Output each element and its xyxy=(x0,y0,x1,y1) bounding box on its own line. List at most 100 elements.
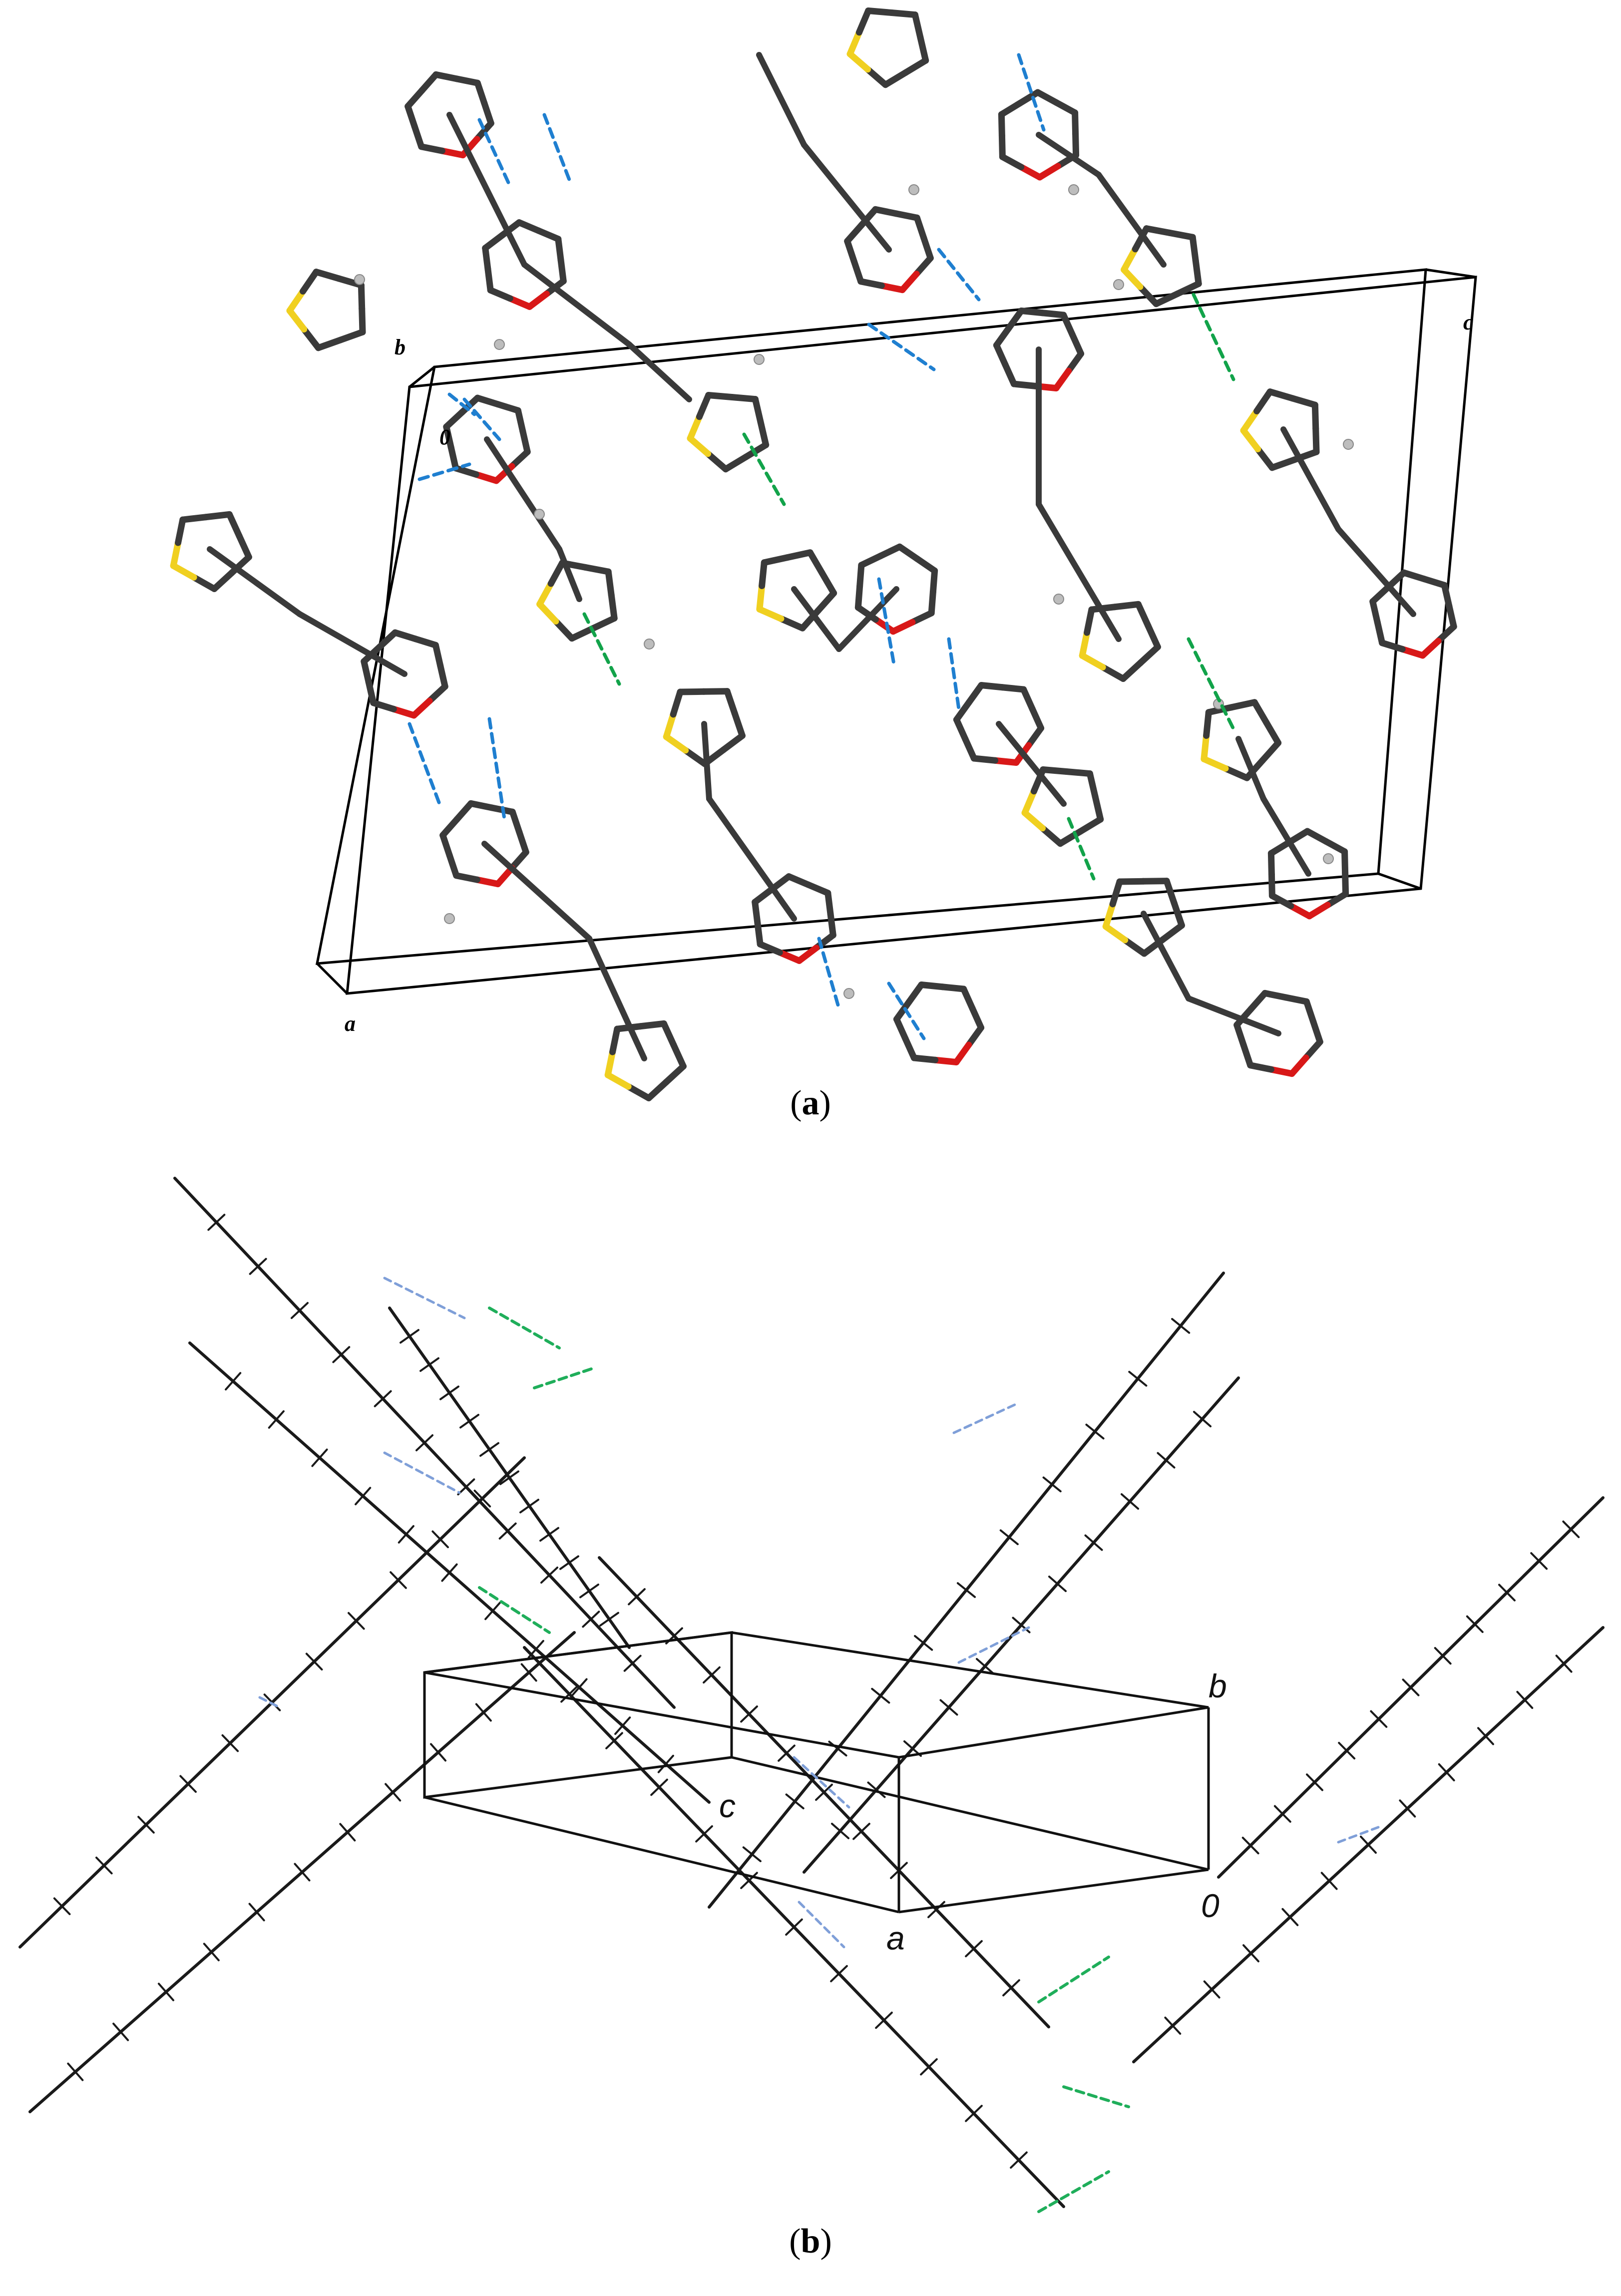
pyranone-ring-0-bond xyxy=(555,236,564,264)
thiophene-ring-12-bond xyxy=(1132,225,1150,253)
thiophene-ring-5-bond xyxy=(663,711,677,740)
thiophene-ring-8-bond xyxy=(1092,793,1104,823)
thiophene-ring-7-bond xyxy=(1253,388,1273,414)
strand-left-short-tick xyxy=(439,1385,459,1400)
strand-lower-left-2-tick xyxy=(475,1703,492,1722)
thiophene-ring-8-bond xyxy=(1040,766,1070,775)
pyranone-ring-0-bond xyxy=(516,219,542,234)
thiophene-ring-6-bond xyxy=(1145,622,1161,651)
thiophene-ring-0-bond xyxy=(313,269,342,282)
pyranone-ring-14-bond xyxy=(1282,994,1310,1005)
thiophene-ring-1-bond xyxy=(170,562,197,581)
chain-bond-0 xyxy=(521,262,632,347)
thiophene-ring-13-bond xyxy=(888,9,918,18)
strand-center-right-2-tick xyxy=(1048,1575,1067,1593)
thiophene-ring-4-bond xyxy=(568,625,597,642)
chain-bond-11 xyxy=(1141,911,1192,1001)
pyranone-ring-7-bond xyxy=(426,683,448,704)
strand-upper-left-1-tick xyxy=(582,1611,600,1628)
strand-left-short-tick xyxy=(459,1413,479,1429)
strand-right-1-tick xyxy=(1434,1647,1452,1665)
hydrogen-atom-4 xyxy=(1068,184,1079,195)
hydrogen-atom-11 xyxy=(444,913,455,924)
strand-center-down-2-tick xyxy=(830,1965,848,1982)
pyranone-ring-12-bond xyxy=(1287,903,1313,920)
hydrogen-atom-6 xyxy=(534,509,545,520)
pyranone-ring-8-bond xyxy=(453,800,474,823)
chain-bond-10 xyxy=(1235,736,1266,802)
pyranone-ring-0-bond xyxy=(506,295,533,310)
strand-center-down-1-tick xyxy=(927,1901,945,1919)
thiophene-ring-7-bond xyxy=(1289,395,1318,408)
chalcogen-contact-1 xyxy=(742,432,786,506)
thiophene-ring-11-bond xyxy=(604,1071,632,1090)
pyranone-ring-12-bond xyxy=(1268,892,1294,910)
pyranone-ring-9-bond xyxy=(752,886,776,906)
pyranone-ring-5-bond xyxy=(890,619,916,635)
thiophene-ring-0-bond xyxy=(359,305,366,335)
pyranone-ring-14-bond xyxy=(1302,1038,1323,1061)
pyranone-ring-2-bond xyxy=(1065,350,1085,374)
thiophene-ring-4-bond xyxy=(552,618,575,642)
hydrogen-bond-10 xyxy=(947,637,961,711)
pyranone-ring-6-bond xyxy=(953,716,969,742)
pyranone-ring-11-bond xyxy=(1400,569,1428,583)
pyranone-ring-6-bond xyxy=(953,699,972,723)
chain-bond-3 xyxy=(791,586,842,652)
pyranone-ring-2-bond xyxy=(1010,380,1039,389)
caption-b-open: ( xyxy=(789,2222,801,2261)
thiophene-ring-2-bond xyxy=(752,396,764,425)
hydrogen-bond-4 xyxy=(1017,53,1046,132)
thiophene-ring-2-bond xyxy=(722,453,749,473)
pyranone-ring-5-bond xyxy=(872,616,897,635)
caption-b-close: ) xyxy=(820,2222,832,2261)
pyranone-ring-10-bond xyxy=(902,1035,917,1061)
pyranone-ring-0-bond xyxy=(499,219,523,239)
strand-left-short-tick xyxy=(400,1328,419,1344)
thiophene-ring-7-bond xyxy=(1266,388,1296,402)
pyranone-ring-8-bond xyxy=(516,829,529,856)
strand-upper-left-2-tick xyxy=(398,1525,414,1544)
pyranone-ring-14-bond xyxy=(1261,989,1289,1001)
hydrogen-bond-7 xyxy=(1337,1826,1380,1844)
strand-left-short-tick xyxy=(419,1357,439,1372)
chalcogen-contact-5 xyxy=(1037,2170,1110,2213)
thiophene-ring-0-bond xyxy=(300,269,320,295)
pyranone-ring-12-bond xyxy=(1286,828,1311,846)
thiophene-ring-6-bond xyxy=(1112,601,1142,611)
pyranone-ring-5-bond xyxy=(909,610,935,626)
pyranone-ring-7-bond xyxy=(392,629,419,643)
strand-center-down-2-tick xyxy=(875,2011,893,2029)
pyranone-ring-8-bond xyxy=(446,852,460,879)
strand-center-down-2-tick xyxy=(605,1732,623,1749)
thiophene-ring-8-bond xyxy=(1063,768,1093,777)
molecular-strands-b xyxy=(18,1177,1605,2208)
caption-a-letter: a xyxy=(802,1084,819,1122)
pyranone-ring-9-bond xyxy=(805,881,831,897)
pyranone-ring-14-bond xyxy=(1247,1062,1274,1073)
thiophene-ring-1-bond xyxy=(179,514,210,523)
thiophene-ring-0-bond xyxy=(315,336,344,351)
hydrogen-bond-0 xyxy=(383,1277,466,1319)
strand-right-1-tick xyxy=(1241,1837,1259,1855)
pyranone-ring-6-bond xyxy=(1025,724,1045,749)
strand-right-2-tick xyxy=(1438,1763,1455,1782)
chain-bond-7 xyxy=(701,721,712,802)
strand-center-right-1-tick xyxy=(1128,1370,1148,1387)
strand-lower-left-2-tick xyxy=(67,2062,84,2081)
pyranone-ring-6-bond xyxy=(1020,686,1036,712)
strand-center-right-1-tick xyxy=(956,1582,976,1598)
strand-lower-left-1-tick xyxy=(179,1775,197,1793)
thiophene-ring-1-bond xyxy=(170,539,182,569)
thiophene-ring-11-bond xyxy=(604,1048,616,1078)
chain-bond-11 xyxy=(1186,995,1281,1036)
strand-right-2-tick xyxy=(1555,1654,1573,1673)
thiophene-ring-9-bond xyxy=(1243,757,1266,781)
strand-center-down-2-tick xyxy=(1010,2151,1028,2169)
pyranone-ring-14-bond xyxy=(1267,1066,1295,1077)
thiophene-ring-1-bond xyxy=(226,511,243,539)
pyranone-ring-9-bond xyxy=(824,890,834,918)
strand-center-right-2-tick xyxy=(1120,1493,1140,1510)
pyranone-ring-10-bond xyxy=(918,982,946,990)
thiophene-ring-6-bond xyxy=(1135,601,1152,629)
